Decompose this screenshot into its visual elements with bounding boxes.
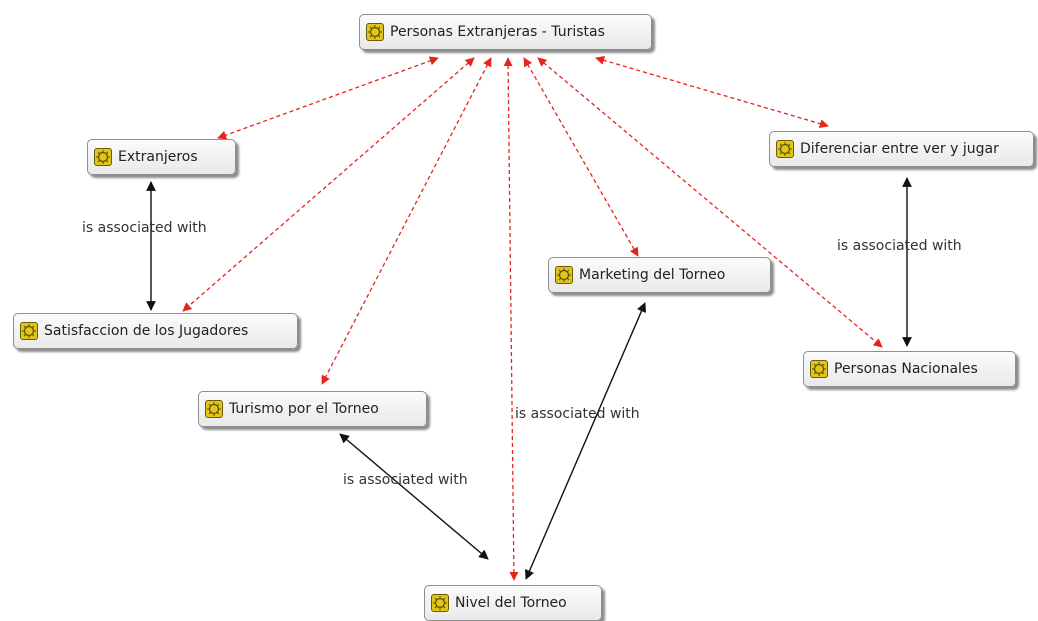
node-label: Personas Extranjeras - Turistas (390, 24, 605, 40)
concept-icon (810, 360, 828, 378)
node-personas-extranjeras-turistas[interactable]: Personas Extranjeras - Turistas (359, 14, 652, 50)
edge-hub-extranjeros[interactable] (217, 56, 439, 140)
node-satisfaccion-de-los-jugadores[interactable]: Satisfaccion de los Jugadores (13, 313, 298, 349)
node-nivel-del-torneo[interactable]: Nivel del Torneo (424, 585, 602, 621)
edge-label-turismo-nivel: is associated with (343, 472, 468, 488)
node-marketing-del-torneo[interactable]: Marketing del Torneo (548, 257, 771, 293)
edge-hub-marketing[interactable] (523, 57, 639, 257)
node-label: Satisfaccion de los Jugadores (44, 323, 249, 339)
node-label: Turismo por el Torneo (229, 401, 379, 417)
concept-icon (431, 594, 449, 612)
concept-icon (366, 23, 384, 41)
node-label: Marketing del Torneo (579, 267, 726, 283)
edge-label-diferenciar-nacionales: is associated with (837, 238, 962, 254)
edge-hub-satisfaccion[interactable] (182, 57, 475, 312)
concept-icon (555, 266, 573, 284)
edge-turismo-nivel[interactable] (339, 433, 489, 560)
node-personas-nacionales[interactable]: Personas Nacionales (803, 351, 1016, 387)
node-label: Diferenciar entre ver y jugar (800, 141, 999, 157)
concept-icon (205, 400, 223, 418)
concept-icon (776, 140, 794, 158)
edge-hub-turismo[interactable] (321, 57, 492, 385)
concept-icon (20, 322, 38, 340)
edges-layer (146, 55, 912, 581)
edge-label-marketing-nivel: is associated with (515, 406, 640, 422)
node-turismo-por-el-torneo[interactable]: Turismo por el Torneo (198, 391, 427, 427)
concept-map-canvas: is associated with is associated with is… (13, 14, 1034, 621)
edge-label-extranjeros-satisfaccion: is associated with (82, 220, 207, 236)
node-extranjeros[interactable]: Extranjeros (87, 139, 236, 175)
edge-hub-nacionales[interactable] (537, 57, 883, 348)
node-label: Personas Nacionales (834, 361, 978, 377)
edge-marketing-nivel[interactable] (524, 302, 647, 580)
node-label: Nivel del Torneo (455, 595, 567, 611)
node-diferenciar-entre-ver-y-jugar[interactable]: Diferenciar entre ver y jugar (769, 131, 1034, 167)
edge-hub-diferenciar[interactable] (595, 55, 829, 129)
edge-hub-nivel[interactable] (503, 57, 519, 581)
node-label: Extranjeros (118, 149, 198, 165)
concept-icon (94, 148, 112, 166)
